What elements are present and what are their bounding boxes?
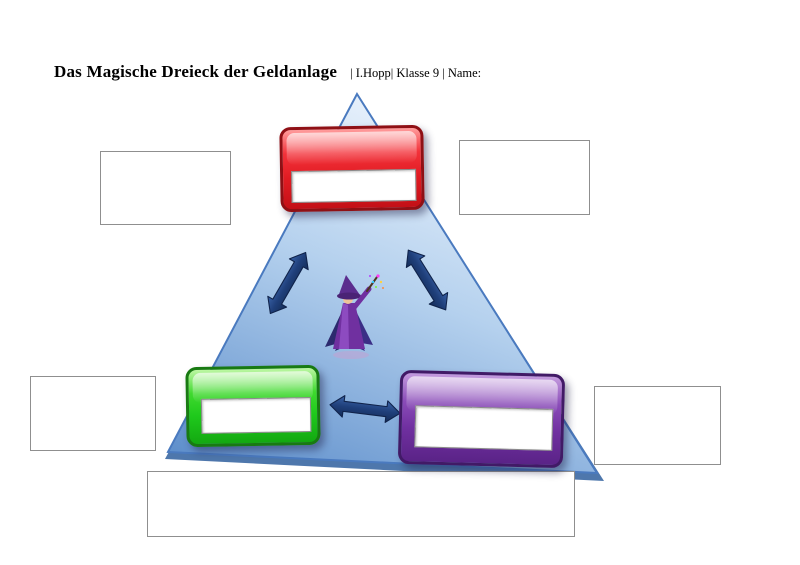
page-title: Das Magische Dreieck der Geldanlage | I.… xyxy=(54,48,481,85)
answer-box-bottom[interactable] xyxy=(147,471,575,537)
node-red-field[interactable] xyxy=(291,168,417,204)
answer-box-left[interactable] xyxy=(30,376,156,451)
node-green-field[interactable] xyxy=(200,396,312,434)
exchange-arrow-left-icon xyxy=(267,251,309,315)
node-red xyxy=(279,124,425,213)
wizard-icon xyxy=(325,274,384,359)
node-purple-field[interactable] xyxy=(414,405,554,451)
answer-box-top-left[interactable] xyxy=(100,151,231,225)
node-green xyxy=(185,364,321,448)
title-text: Das Magische Dreieck der Geldanlage xyxy=(54,62,338,81)
answer-box-right[interactable] xyxy=(594,386,721,465)
title-meta-text: | I.Hopp| Klasse 9 | Name: xyxy=(350,66,482,80)
node-purple xyxy=(397,369,566,469)
exchange-arrow-right-icon xyxy=(405,249,449,311)
answer-box-top-right[interactable] xyxy=(459,140,590,215)
